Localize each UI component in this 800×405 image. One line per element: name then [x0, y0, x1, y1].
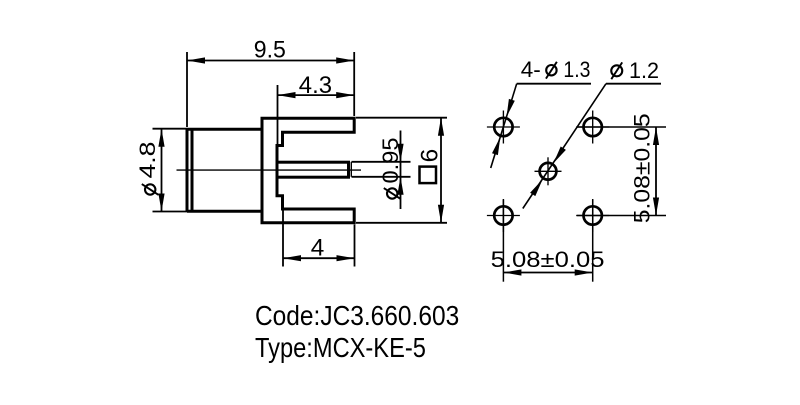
svg-text:9.5: 9.5	[254, 37, 286, 64]
svg-text:Type:MCX-KE-5: Type:MCX-KE-5	[255, 332, 426, 363]
svg-text:4.8: 4.8	[135, 142, 160, 179]
svg-text:6: 6	[416, 149, 443, 163]
svg-text:1.2: 1.2	[629, 58, 659, 83]
svg-text:1.3: 1.3	[563, 57, 590, 82]
svg-text:4: 4	[311, 235, 325, 262]
svg-text:5.08±0.05: 5.08±0.05	[630, 113, 655, 223]
svg-text:0.95: 0.95	[378, 138, 403, 184]
svg-text:4.3: 4.3	[299, 72, 332, 99]
svg-text:5.08±0.05: 5.08±0.05	[491, 247, 605, 272]
svg-text:4-: 4-	[521, 57, 541, 82]
svg-text:Code:JC3.660.603: Code:JC3.660.603	[255, 300, 459, 331]
